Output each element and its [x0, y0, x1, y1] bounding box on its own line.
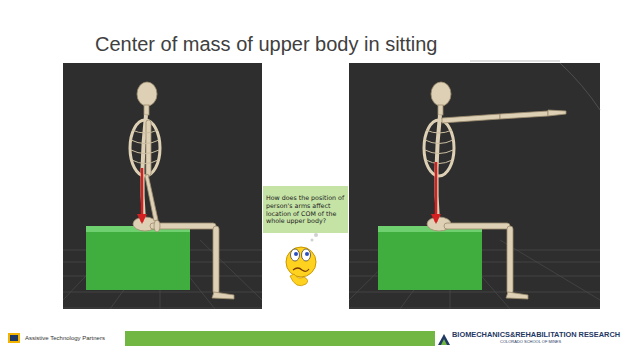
left-panel-part — [86, 230, 190, 290]
left-panel-part-part — [146, 120, 151, 176]
thinking-emoji-part — [305, 252, 309, 256]
footer-part — [441, 339, 447, 345]
footer-part — [125, 331, 435, 346]
left-panel-part-part — [144, 105, 149, 115]
logo-subtext: COLORADO SCHOOL OF MINES — [500, 340, 561, 344]
right-panel-part-part — [500, 240, 600, 300]
logo-text: BIOMECHANICS&REHABILITATION RESEARCH — [452, 331, 620, 338]
right-panel-part-part — [431, 82, 451, 106]
right-panel-part-part — [507, 226, 513, 294]
slide-title: Center of mass of upper body in sitting — [95, 33, 437, 56]
right-panel-part-part — [444, 223, 510, 229]
left-panel-part — [63, 63, 262, 309]
right-panel-part-part — [506, 292, 528, 299]
left-panel-part-part — [131, 150, 159, 154]
thinking-emoji — [286, 233, 318, 286]
left-panel-part-part — [154, 220, 160, 232]
callout-text: How does the position of person's arms a… — [266, 194, 345, 225]
left-panel-part — [130, 82, 234, 299]
thinking-emoji-part — [290, 274, 308, 286]
left-panel-part-part — [131, 140, 159, 144]
thinking-emoji-part — [302, 249, 311, 261]
right-panel-part-part — [426, 160, 452, 164]
footer-part — [10, 335, 18, 341]
footer-part — [438, 334, 450, 345]
right-panel-part — [435, 162, 438, 222]
thinking-emoji-part — [286, 247, 316, 277]
left-panel — [63, 63, 262, 309]
left-panel-part-part — [213, 226, 219, 294]
left-panel-part-part — [200, 240, 262, 300]
right-panel-part-part — [548, 110, 566, 116]
right-panel-part-part — [349, 292, 600, 293]
left-panel-part — [141, 168, 144, 222]
right-panel-part-part — [425, 140, 453, 144]
thinking-emoji-part — [311, 239, 314, 242]
thinking-emoji-part — [294, 252, 298, 256]
footer-part — [8, 333, 20, 343]
left-panel-part-part — [145, 174, 158, 221]
left-panel-part — [131, 130, 159, 164]
right-panel-part — [424, 82, 566, 299]
left-panel-part-part — [212, 292, 234, 299]
thinking-emoji-part — [291, 249, 300, 261]
right-panel-part-part — [426, 130, 452, 133]
left-panel-part-part — [142, 115, 146, 222]
footer — [8, 331, 450, 346]
left-panel-part-part — [63, 292, 262, 293]
right-panel-part-part — [442, 114, 500, 123]
title-rule — [470, 61, 560, 62]
left-panel-part-part — [63, 308, 262, 309]
right-panel-part — [378, 230, 482, 290]
right-panel-part-part — [438, 105, 443, 115]
right-panel-part-part — [425, 150, 453, 154]
right-panel-part — [425, 130, 453, 164]
left-panel-part-part — [132, 130, 158, 133]
left-panel-part-part — [137, 82, 157, 106]
right-panel-part-part — [349, 308, 600, 309]
thinking-emoji-part — [293, 268, 309, 271]
right-panel-part-part — [436, 115, 440, 222]
left-panel-part-part — [132, 160, 158, 164]
question-callout: How does the position of person's arms a… — [263, 186, 348, 233]
right-panel-part — [560, 63, 600, 110]
right-panel-part-part — [500, 111, 548, 119]
thinking-emoji-part — [314, 233, 318, 237]
logo-text: Assistive Technology Partners — [25, 335, 105, 341]
right-panel-part — [349, 63, 600, 309]
right-panel — [349, 63, 600, 309]
